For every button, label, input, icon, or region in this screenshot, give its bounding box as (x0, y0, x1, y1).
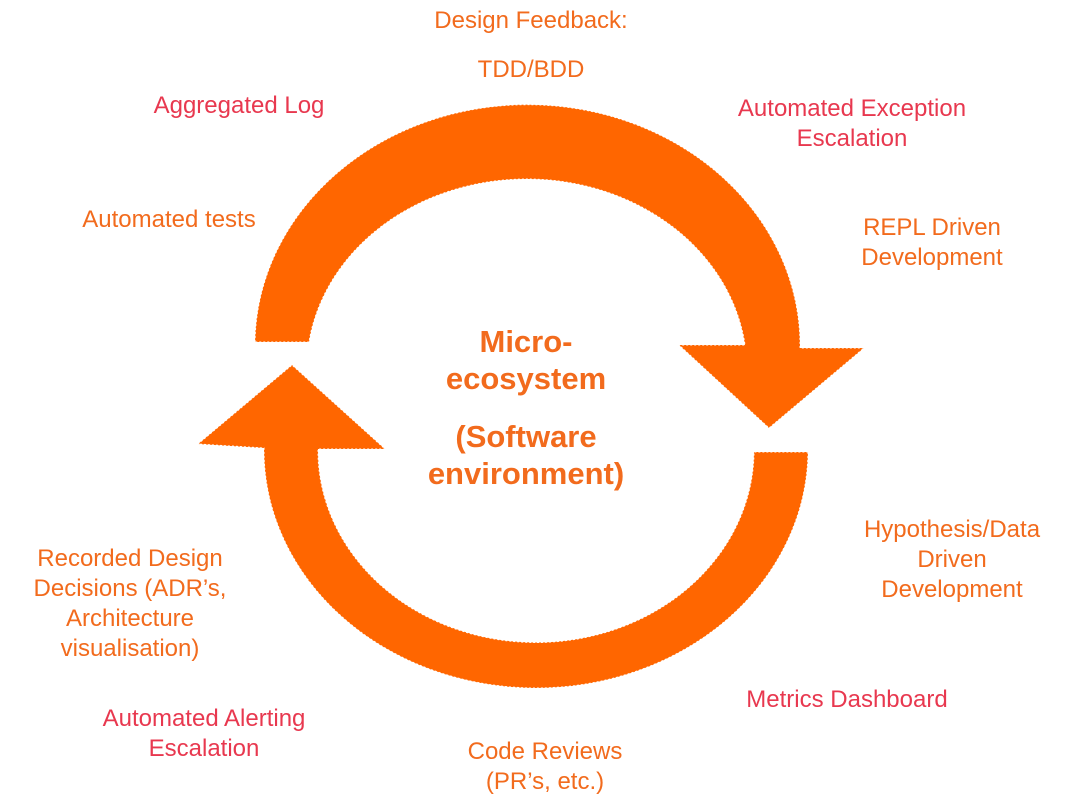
label-repl-driven: REPL Driven Development (861, 214, 1003, 271)
label-automated-exception: Automated Exception Escalation (737, 95, 967, 152)
label-aggregated-log: Aggregated Log (153, 92, 325, 119)
label-hypothesis: Hypothesis/Data Driven Development (863, 516, 1041, 603)
label-code-reviews: Code Reviews (PR’s, etc.) (467, 738, 623, 795)
upper-cycle-arrow (254, 104, 866, 429)
label-tdd-bdd: TDD/BDD (477, 56, 585, 83)
center-title: Micro- ecosystem (445, 324, 607, 396)
label-automated-tests: Automated tests (82, 206, 256, 233)
label-design-feedback: Design Feedback: (434, 7, 628, 34)
lower-cycle-arrow (196, 364, 809, 689)
label-recorded-design: Recorded Design Decisions (ADR’s, Archit… (33, 545, 227, 662)
center-subtitle: (Software environment) (427, 419, 625, 491)
label-metrics-dashboard: Metrics Dashboard (746, 686, 948, 713)
label-automated-alerting: Automated Alerting Escalation (102, 705, 306, 762)
